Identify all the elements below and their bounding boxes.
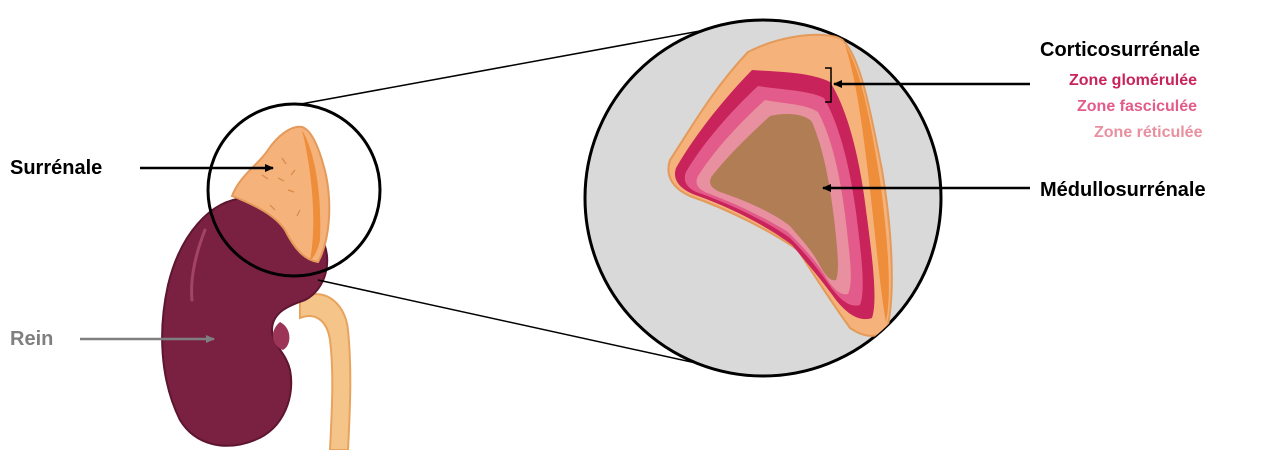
- label-rein: Rein: [10, 329, 53, 349]
- label-corticosurrenale: Corticosurrénale: [1040, 40, 1200, 60]
- label-zone-glomerulee: Zone glomérulée: [1069, 73, 1197, 89]
- ureter: [300, 294, 350, 450]
- label-zone-reticulee: Zone réticulée: [1094, 125, 1202, 141]
- label-medullosurrenale: Médullosurrénale: [1040, 180, 1206, 200]
- label-surrenale: Surrénale: [10, 158, 102, 178]
- label-zone-fasciculee: Zone fasciculée: [1077, 99, 1197, 115]
